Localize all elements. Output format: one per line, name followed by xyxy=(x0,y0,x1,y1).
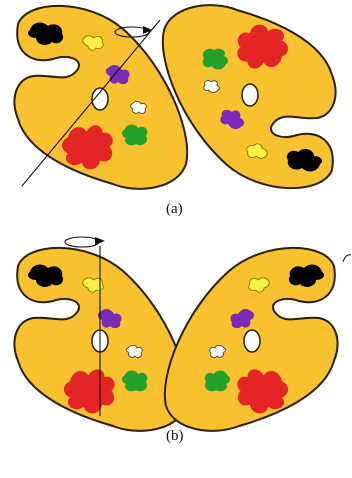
rotation-arrow-b xyxy=(65,237,105,247)
palette-a-left xyxy=(14,6,187,189)
caption-a: (a) xyxy=(166,201,183,218)
palette-b-left xyxy=(14,248,187,431)
green-paint xyxy=(122,125,147,146)
palette-a-right xyxy=(163,5,336,188)
caption-b: (b) xyxy=(166,428,184,445)
white-paint xyxy=(131,101,147,113)
palette-b-right xyxy=(165,248,338,431)
partial-arrow-mark xyxy=(343,255,351,262)
